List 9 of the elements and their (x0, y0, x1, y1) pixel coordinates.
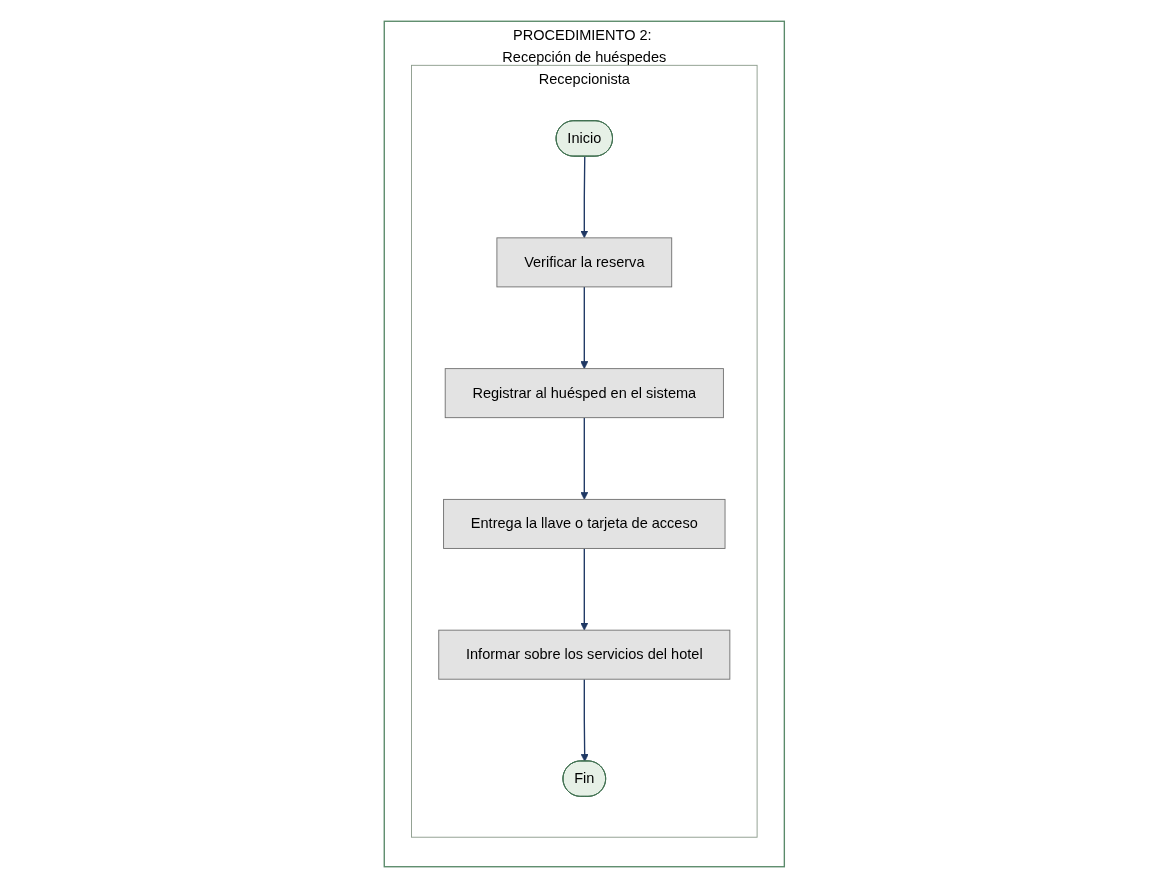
arrow (580, 417, 589, 500)
arrow (580, 155, 589, 239)
arrow (580, 286, 589, 369)
node-box: Entrega la llave o tarjeta de acceso (443, 498, 726, 549)
arrow (580, 678, 589, 762)
node-box: Verificar la reserva (496, 237, 673, 288)
arrow (580, 547, 589, 631)
node-box: Registrar al huésped en el sistema (444, 368, 725, 419)
node-box: Informar sobre los servicios del hotel (438, 629, 731, 680)
